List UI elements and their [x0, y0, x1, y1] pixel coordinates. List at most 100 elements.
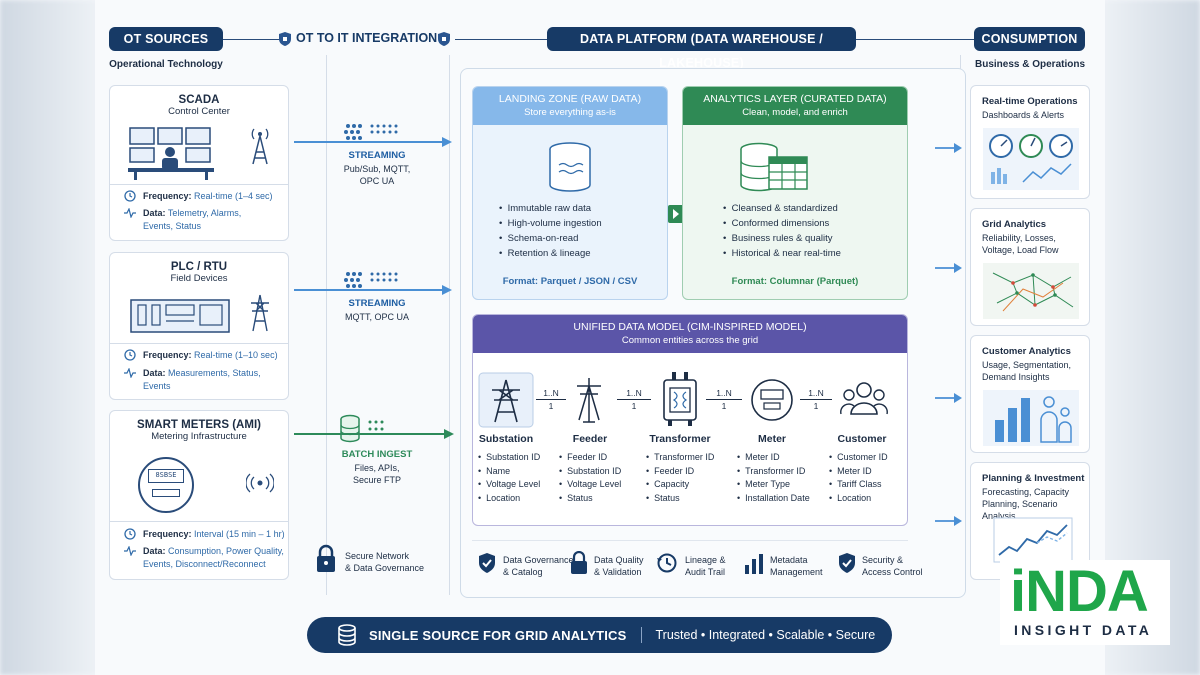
- udm-title: UNIFIED DATA MODEL (CIM-INSPIRED MODEL): [573, 321, 807, 333]
- pulse-icon: [124, 546, 136, 556]
- control-center-icon: [128, 127, 214, 180]
- clock-icon: [124, 528, 136, 540]
- bar-chart-icon: [745, 554, 763, 574]
- shield-check-icon: [839, 553, 855, 573]
- governance-catalog: Data Governance& Catalog: [503, 555, 574, 577]
- analytics-layer-card: ANALYTICS LAYER (CURATED DATA) Clean, mo…: [682, 86, 908, 300]
- frequency-value: Real-time (1–4 sec): [194, 191, 273, 201]
- consumption-arrow: [935, 393, 962, 403]
- feeder-icon: [577, 378, 601, 423]
- background-blur-left: [0, 0, 100, 675]
- consumption-header: CONSUMPTION: [974, 27, 1085, 51]
- streaming-label: STREAMING: [348, 150, 406, 161]
- stream-arrow: [294, 137, 452, 147]
- logo-tagline: INSIGHT DATA: [1014, 622, 1153, 638]
- consumption-arrow: [935, 143, 962, 153]
- data-value: Events: [143, 381, 171, 391]
- analytics-layer-title: ANALYTICS LAYER (CURATED DATA): [703, 93, 887, 105]
- realtime-operations-sub: Dashboards & Alerts: [982, 110, 1065, 120]
- consumption-arrow: [935, 263, 962, 273]
- batch-protocols: Files, APIs,Secure FTP: [352, 463, 401, 485]
- lock-icon: [571, 551, 587, 574]
- transformer-attributes: • Transformer ID • Feeder ID • Capacity …: [646, 452, 715, 503]
- realtime-operations-card: Real-time Operations Dashboards & Alerts: [970, 85, 1090, 199]
- database-icon: [338, 624, 356, 646]
- data-platform-header: DATA PLATFORM (DATA WAREHOUSE / LAKEHOUS…: [547, 27, 856, 70]
- footer-title: SINGLE SOURCE FOR GRID ANALYTICS: [369, 627, 627, 643]
- raw-database-icon: [549, 142, 591, 192]
- smart-meters-title: SMART METERS (AMI): [137, 419, 261, 431]
- divider: [326, 55, 327, 595]
- field-device-icon: [130, 299, 230, 333]
- footer-banner: SINGLE SOURCE FOR GRID ANALYTICS Trusted…: [307, 617, 892, 653]
- data-label: Data:: [143, 546, 166, 556]
- entity-customer: Customer: [837, 433, 887, 445]
- header-connector: [223, 39, 281, 40]
- customer-icon: [840, 382, 888, 415]
- data-value: Measurements, Status,: [168, 368, 261, 378]
- landing-zone-subtitle: Store everything as-is: [524, 107, 616, 118]
- grid-analytics-sub: Reliability, Losses,Voltage, Load Flow: [982, 233, 1059, 255]
- frequency-label: Frequency:: [143, 350, 192, 360]
- shield-icon: [438, 32, 450, 46]
- lock-icon: [317, 544, 335, 572]
- pulse-icon: [124, 368, 136, 378]
- stream-dots-icon: [344, 272, 398, 288]
- scada-title: SCADA: [178, 94, 220, 106]
- plc-rtu-subtitle: Field Devices: [170, 273, 228, 284]
- divider: [472, 540, 908, 541]
- relationship-connector: 1..N 1: [706, 388, 742, 411]
- batch-arrow: [294, 429, 454, 439]
- entity-transformer: Transformer: [649, 433, 711, 445]
- ot-to-it-header: OT TO IT INTEGRATION: [296, 31, 438, 45]
- landing-format: Format: Parquet / JSON / CSV: [502, 276, 638, 287]
- landing-bullet: • Schema-on-read: [499, 233, 579, 244]
- wireless-signal-icon: [246, 473, 274, 493]
- customer-chart-icon: [983, 390, 1079, 446]
- analytics-bullet: • Business rules & quality: [723, 233, 833, 244]
- relationship-connector: 1..N 1: [617, 388, 651, 411]
- logo-wordmark: iNDA: [1010, 559, 1149, 624]
- transmission-tower-icon: [251, 294, 269, 332]
- entity-substation: Substation: [478, 433, 534, 445]
- landing-zone-title: LANDING ZONE (RAW DATA): [498, 93, 642, 105]
- landing-bullet: • Retention & lineage: [499, 248, 591, 259]
- frequency-value: Real-time (1–10 sec): [194, 350, 278, 360]
- analytics-bullet: • Historical & near real-time: [723, 248, 841, 259]
- entity-feeder: Feeder: [572, 433, 608, 445]
- consumption-arrow: [935, 516, 962, 526]
- plc-rtu-title: PLC / RTU: [170, 261, 228, 273]
- batch-ingest-label: BATCH INGEST: [341, 449, 413, 460]
- plc-rtu-card: PLC / RTU Field Devices Frequency: Real-…: [109, 252, 289, 400]
- lineage-audit-trail: Lineage &Audit Trail: [685, 555, 726, 577]
- analytics-layer-subtitle: Clean, model, and enrich: [742, 107, 848, 118]
- scada-card: SCADA Control Center Frequency: Real-tim…: [109, 85, 289, 241]
- data-value: Consumption, Power Quality,: [168, 546, 284, 556]
- landing-bullet: • Immutable raw data: [499, 203, 592, 214]
- flow-arrow-icon: [668, 205, 684, 223]
- relationship-connector: 1..N 1: [536, 388, 566, 411]
- landing-zone-card: LANDING ZONE (RAW DATA) Store everything…: [472, 86, 668, 300]
- data-value: Events, Status: [143, 221, 202, 231]
- streaming-protocols: MQTT, OPC UA: [344, 312, 409, 322]
- realtime-operations-title: Real-time Operations: [982, 96, 1078, 107]
- relationship-connector: 1..N 1: [800, 388, 832, 411]
- streaming-label: STREAMING: [348, 298, 406, 309]
- landing-bullet: • High-volume ingestion: [499, 218, 602, 229]
- streaming-protocols: Pub/Sub, MQTT,OPC UA: [343, 164, 411, 186]
- smart-meters-subtitle: Metering Infrastructure: [151, 431, 247, 442]
- database-icon: [340, 414, 384, 443]
- consumption-subtitle: Business & Operations: [974, 59, 1086, 70]
- substation-icon: [478, 372, 534, 428]
- ot-sources-header: OT SOURCES: [109, 27, 223, 51]
- footer-tagline: Trusted • Integrated • Scalable • Secure: [655, 628, 876, 642]
- smart-meter-icon: 8SBSE: [138, 457, 194, 513]
- dashboard-thumbnail-icon: [983, 128, 1079, 190]
- analytics-bullet: • Conformed dimensions: [723, 218, 830, 229]
- frequency-label: Frequency:: [143, 529, 192, 539]
- stream-dots-icon: [344, 124, 398, 140]
- customer-analytics-sub: Usage, Segmentation,Demand Insights: [982, 360, 1072, 382]
- entity-meter: Meter: [757, 433, 786, 445]
- data-value: Telemetry, Alarms,: [167, 208, 242, 218]
- meter-attributes: • Meter ID • Transformer ID • Meter Type…: [737, 452, 810, 503]
